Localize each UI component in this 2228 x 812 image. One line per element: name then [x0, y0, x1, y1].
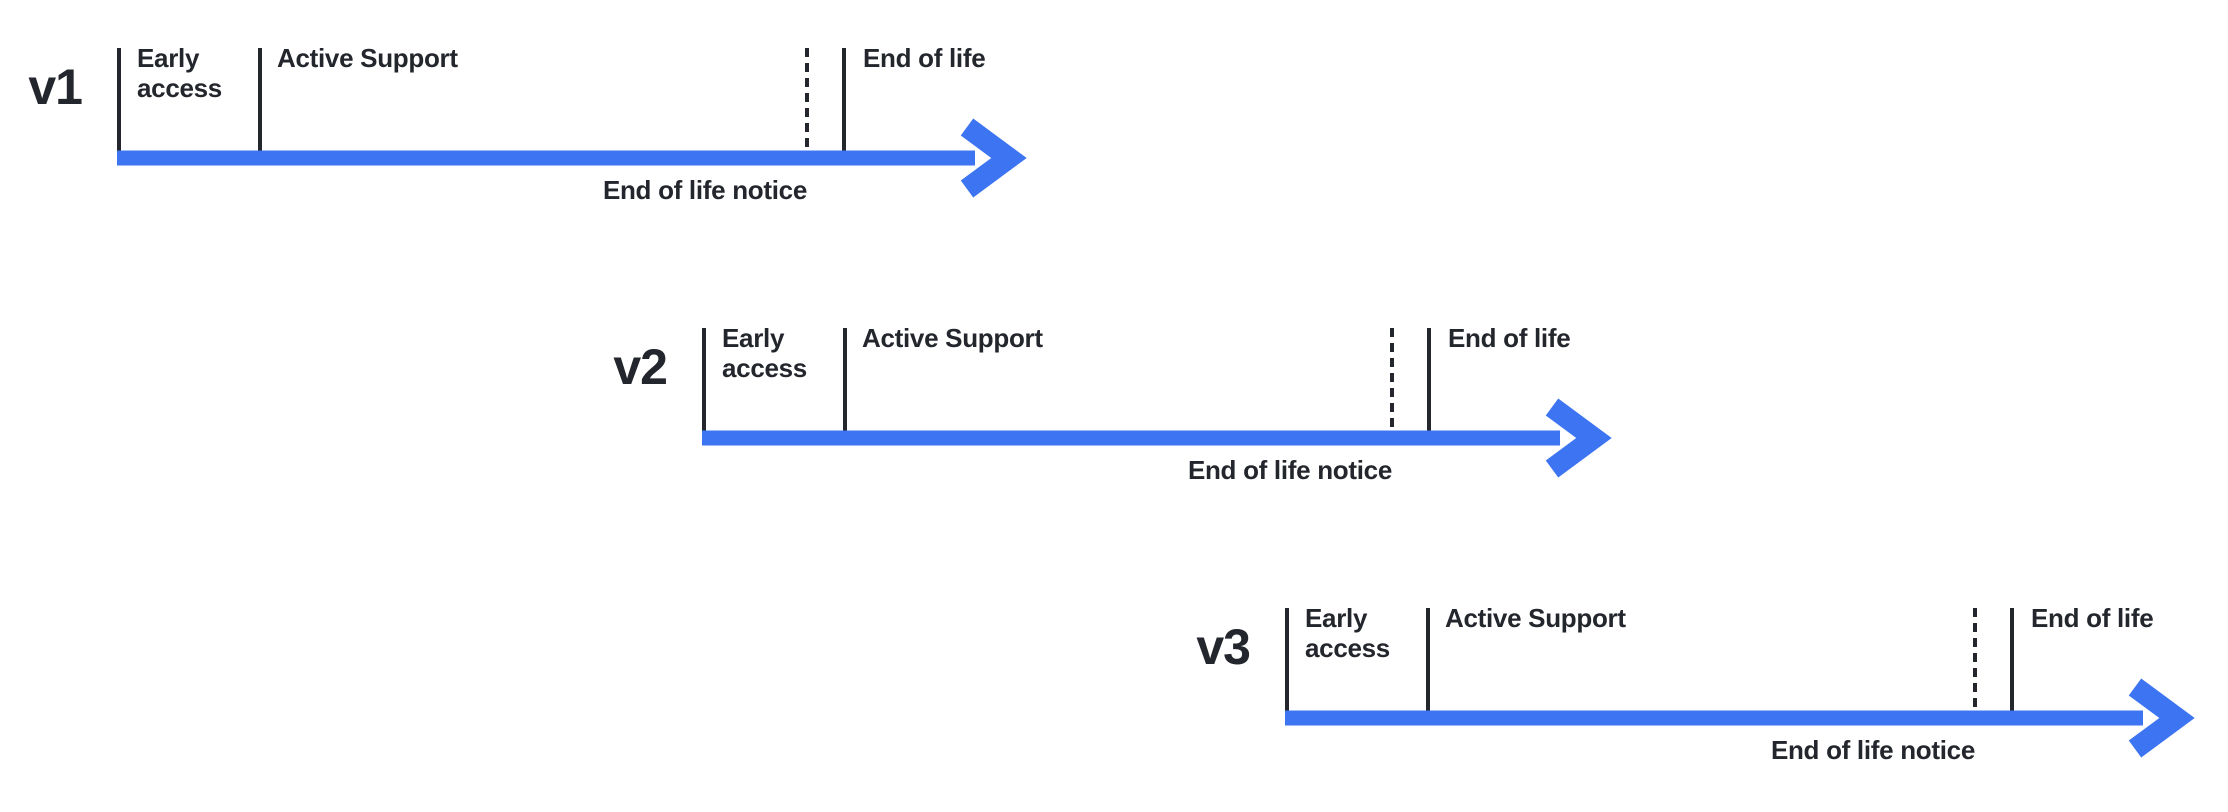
timeline-art: [1285, 608, 2195, 758]
end-of-life-notice-label: End of life notice: [602, 175, 807, 205]
end-of-life-notice-label: End of life notice: [1187, 455, 1392, 485]
version-label: v1: [28, 59, 83, 115]
timeline-arrow-head-icon: [960, 118, 1027, 198]
timeline-row-v1: v1 Early access Active Support End of li…: [28, 43, 1077, 223]
end-of-life-notice-label: End of life notice: [1770, 735, 1975, 765]
timeline-art: [117, 48, 1027, 198]
end-of-life-label: End of life: [2031, 603, 2154, 633]
end-of-life-label: End of life: [1448, 323, 1571, 353]
timeline-art: [702, 328, 1612, 478]
early-access-label: Early access: [137, 43, 222, 103]
version-label: v3: [1196, 619, 1251, 675]
timeline-arrow-head-icon: [1545, 398, 1612, 478]
end-of-life-label: End of life: [863, 43, 986, 73]
timeline-row-v3: v3 Early access Active Support End of li…: [1196, 603, 2228, 783]
version-label: v2: [613, 339, 668, 395]
early-access-label: Early access: [722, 323, 807, 383]
active-support-label: Active Support: [1445, 603, 1626, 633]
timeline-row-v2: v2 Early access Active Support End of li…: [613, 323, 1662, 503]
timeline-arrow-head-icon: [2128, 678, 2195, 758]
active-support-label: Active Support: [277, 43, 458, 73]
early-access-label: Early access: [1305, 603, 1390, 663]
active-support-label: Active Support: [862, 323, 1043, 353]
